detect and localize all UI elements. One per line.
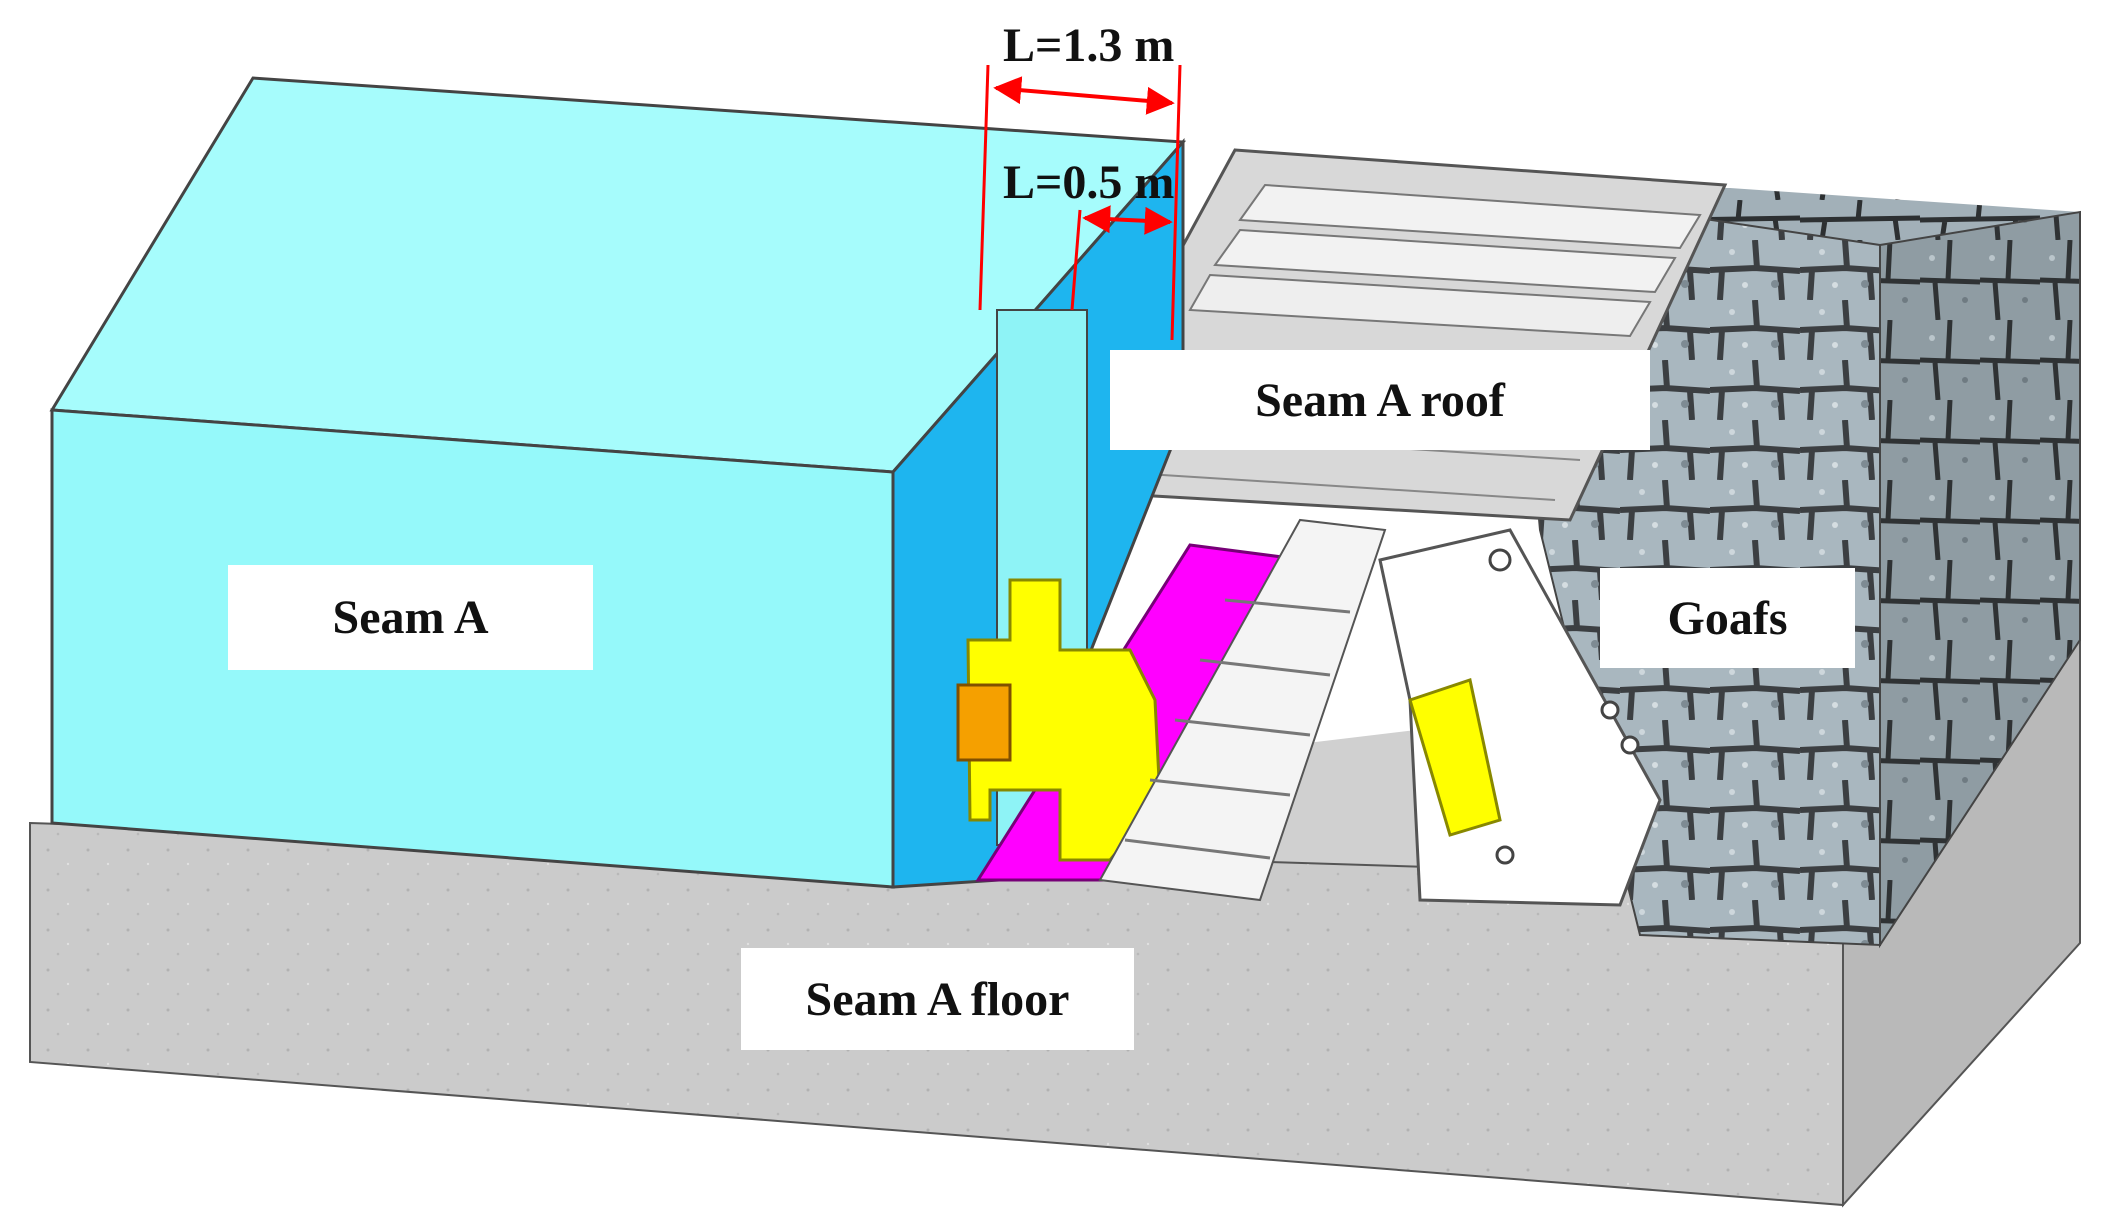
label-goafs: Goafs xyxy=(1600,568,1855,668)
dimension-arrow-outer xyxy=(993,76,1175,115)
dimension-label-outer: L=1.3 m xyxy=(1003,19,1175,72)
hydraulic-support xyxy=(1098,518,1662,907)
label-seam-a-roof: Seam A roof xyxy=(1110,350,1650,450)
dimension-extension-line xyxy=(1170,64,1182,341)
dimension-extension-line xyxy=(978,64,990,311)
label-seam-a-floor: Seam A floor xyxy=(741,948,1134,1050)
goaf-side-face xyxy=(1879,210,2081,949)
label-seam-a: Seam A xyxy=(228,565,593,670)
shearer-motor xyxy=(956,683,1012,762)
dimension-label-inner: L=0.5 m xyxy=(1003,156,1175,209)
dimension-extension-line xyxy=(1070,209,1082,311)
dimension-arrow-inner xyxy=(1082,205,1173,235)
dimension-markers xyxy=(978,64,1182,341)
shearer-body xyxy=(956,578,1162,862)
hydraulic-leg xyxy=(1408,678,1502,837)
